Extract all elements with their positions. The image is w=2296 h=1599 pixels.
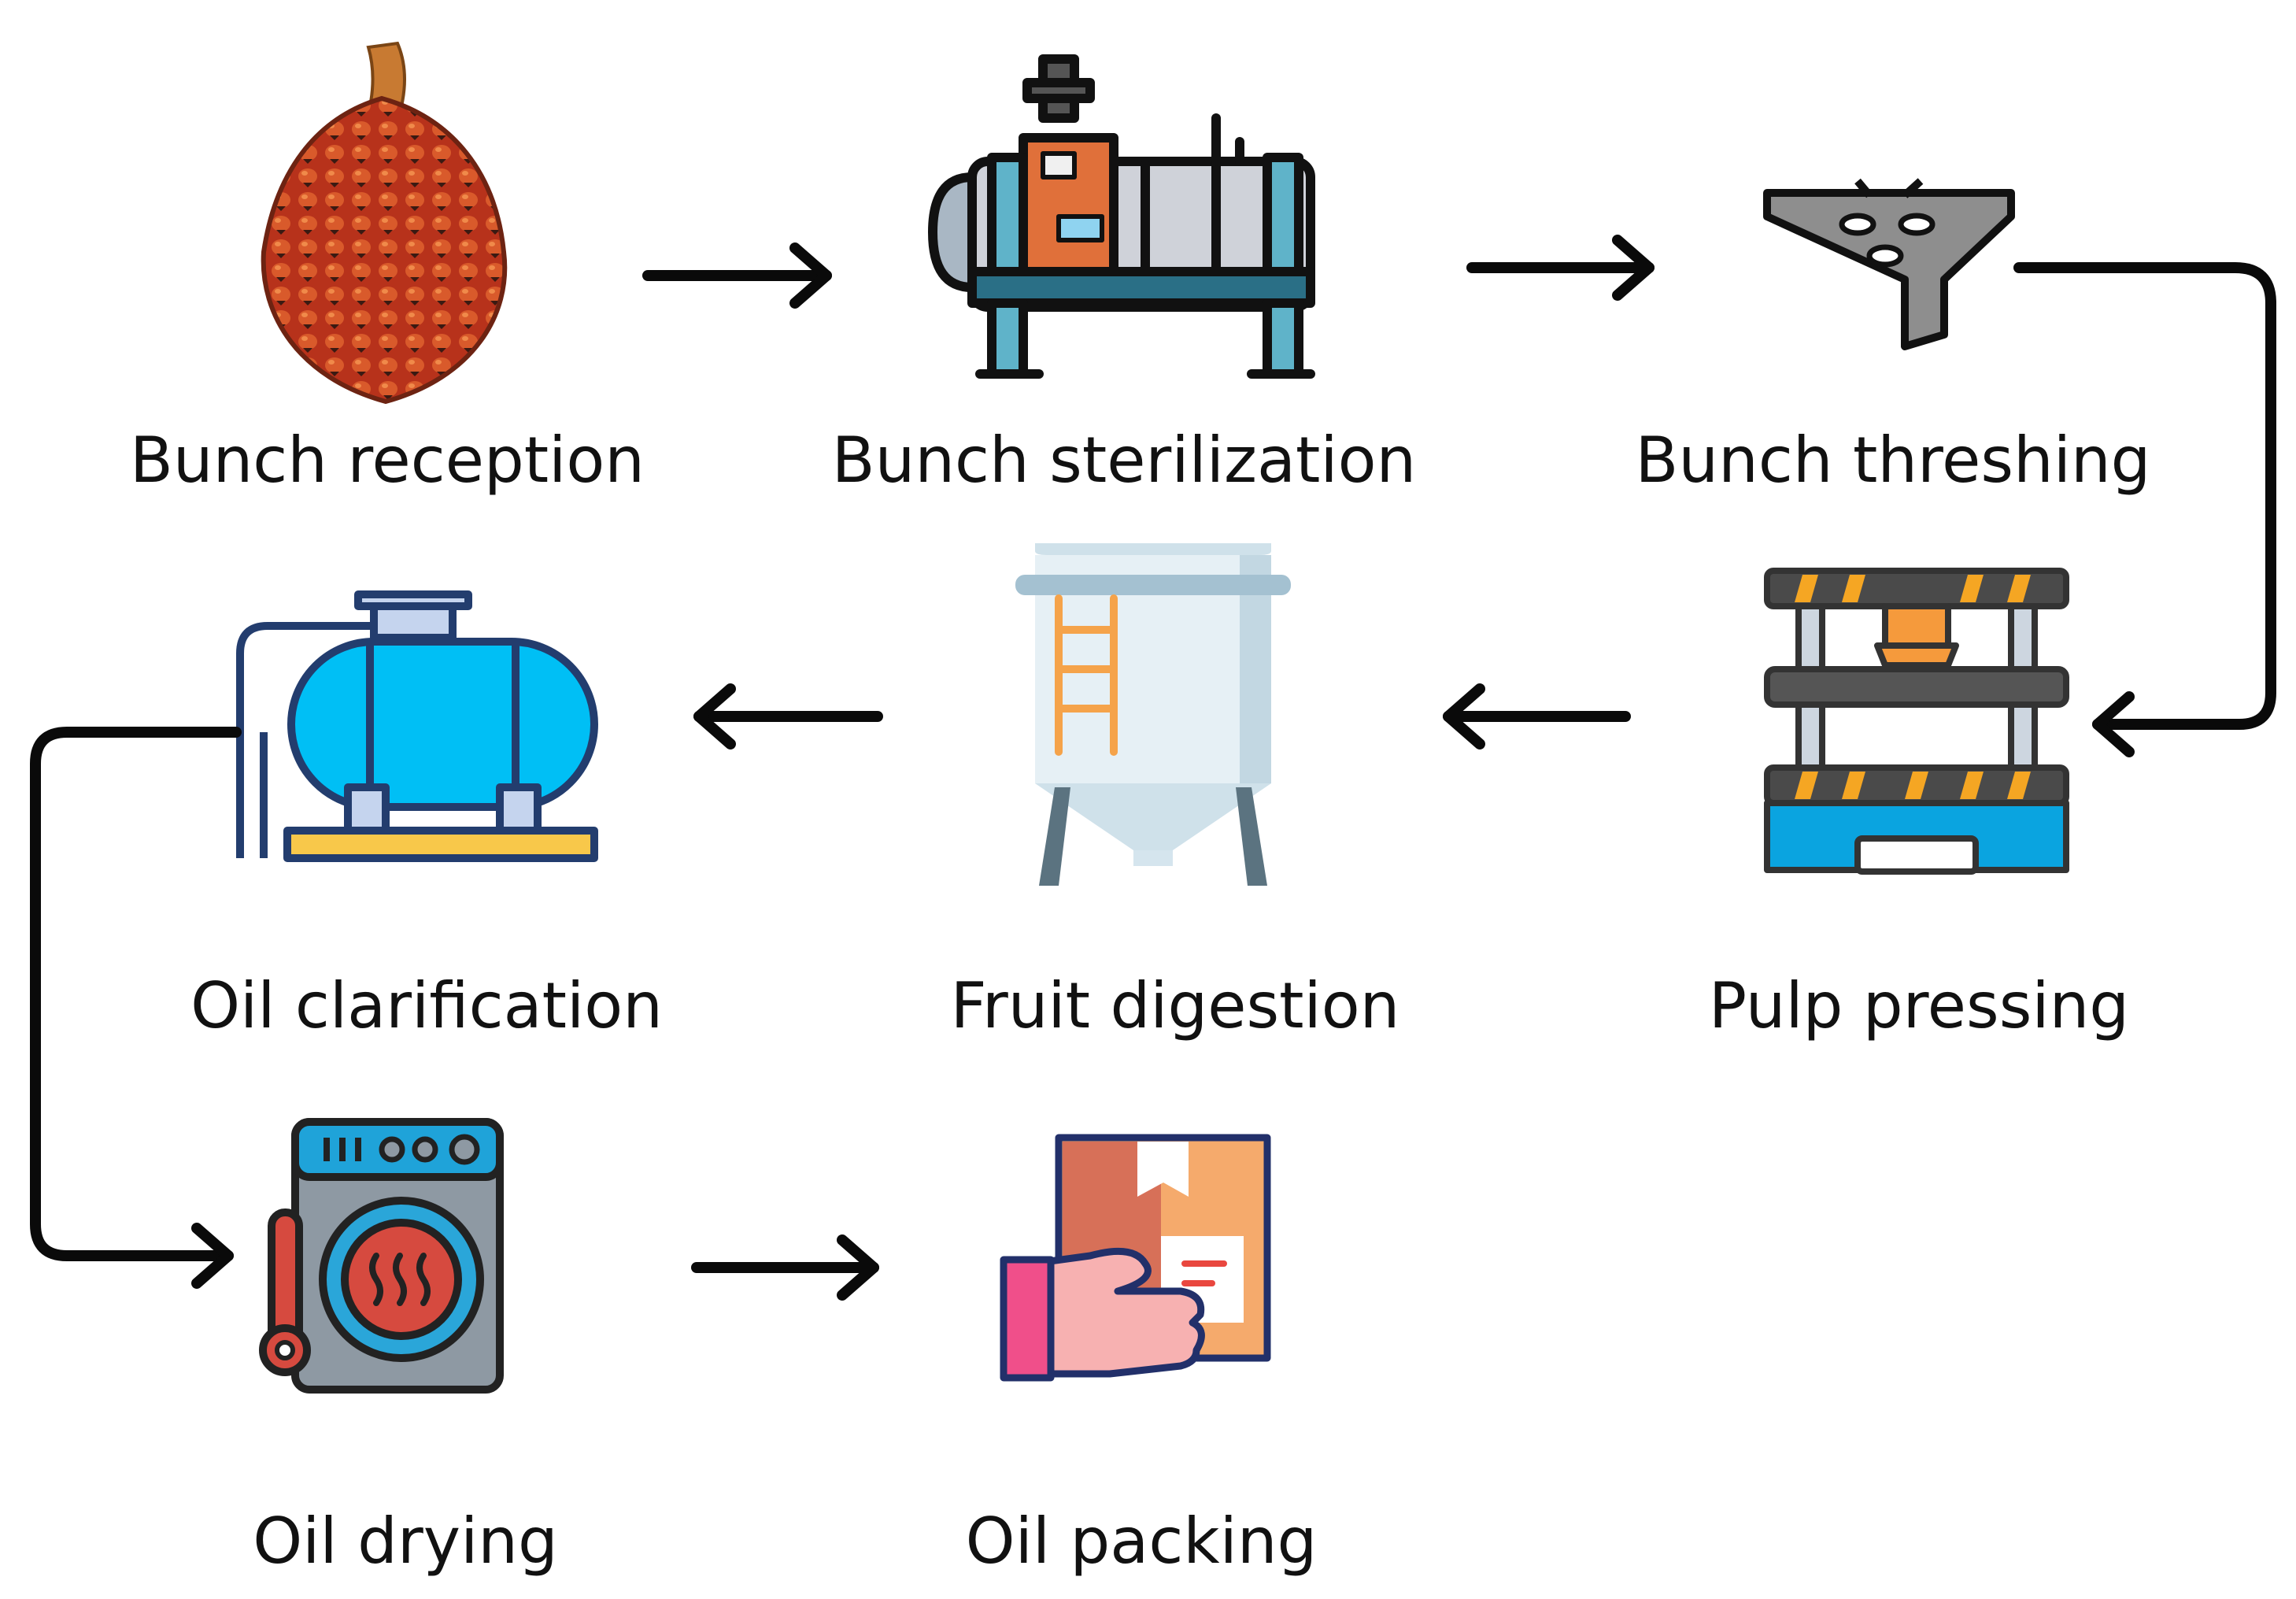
step-label-fruit-digestion: Fruit digestion (950, 969, 1400, 1042)
dryer-machine-icon (259, 1118, 504, 1394)
digester-silo-icon (1015, 543, 1291, 886)
arrow-digestion-to-clarification (693, 683, 883, 750)
arrow-sterilization-to-threshing (1466, 235, 1655, 301)
step-label-bunch-reception: Bunch reception (130, 424, 645, 497)
arrow-threshing-to-pressing (2013, 262, 2276, 757)
flow-arrows (30, 235, 2276, 1301)
hydraulic-press-icon (1764, 568, 2069, 875)
package-hand-icon (1000, 1134, 1271, 1382)
step-label-oil-clarification: Oil clarification (190, 969, 663, 1042)
arrow-drying-to-packing (691, 1234, 879, 1301)
step-label-oil-drying: Oil drying (253, 1505, 558, 1578)
step-label-bunch-sterilization: Bunch sterilization (831, 424, 1417, 497)
thresher-hopper-icon (1763, 178, 2015, 350)
arrow-pressing-to-digestion (1443, 683, 1631, 750)
sterilizer-tank-icon (928, 54, 1315, 379)
step-label-oil-packing: Oil packing (965, 1505, 1318, 1578)
step-label-bunch-threshing: Bunch threshing (1635, 424, 2151, 497)
palm-fruit-bunch-icon (261, 41, 508, 405)
arrow-clarification-to-drying (30, 727, 242, 1289)
arrow-reception-to-sterilization (642, 242, 832, 309)
clarification-tank-icon (236, 590, 598, 862)
step-label-pulp-pressing: Pulp pressing (1708, 969, 2130, 1042)
